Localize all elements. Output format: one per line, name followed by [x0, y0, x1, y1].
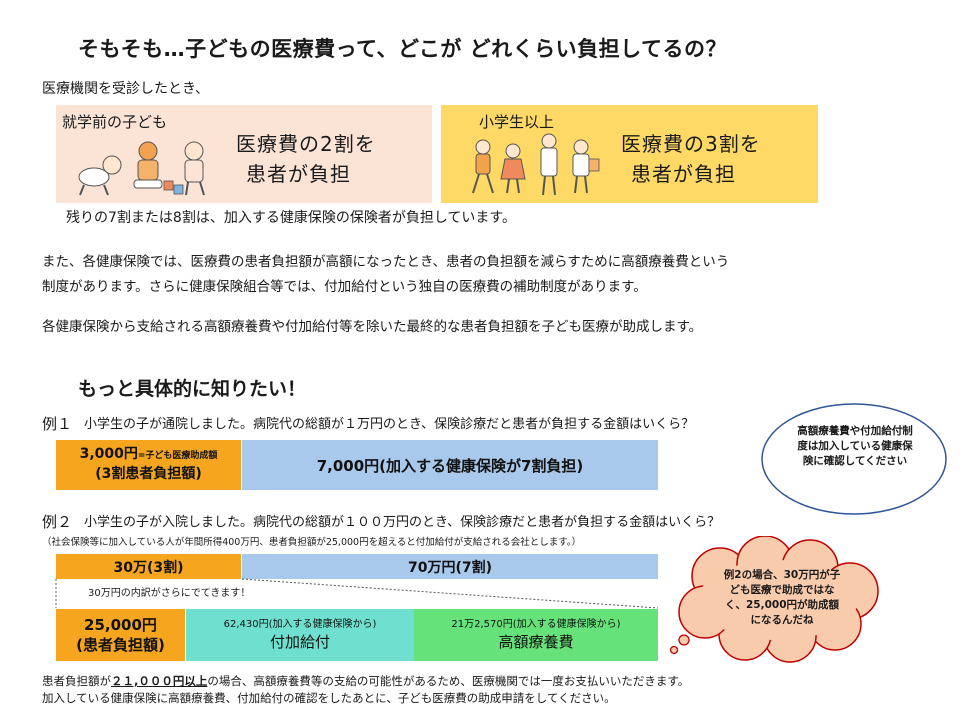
breakdown-segment-additional: 62,430円(加入する健康保険から) 付加給付: [186, 609, 414, 661]
panel-preschool-line1: 医療費の2割を: [236, 132, 376, 156]
footer-line2: 加入している健康保険に高額療養費、付加給付の確認をしたあとに、子ども医療費の助成…: [42, 691, 616, 705]
paragraph1-line2: 制度があります。さらに健康保険組合等では、付加給付という独自の医療費の補助制度が…: [42, 279, 647, 295]
panel-elementary-line1: 医療費の3割を: [621, 132, 761, 156]
breakdown-patient-line2: (患者負担額): [76, 636, 165, 654]
ex2-segment-3wari: 30万(3割): [56, 554, 242, 579]
students-illustration: [472, 133, 600, 196]
panel-elementary-line2: 患者が負担: [631, 162, 736, 186]
breakdown-patient-amount: 25,000円: [84, 616, 157, 634]
footer-line1-emphasis: ２１,０００円以上: [111, 674, 208, 688]
children-illustration: [78, 141, 205, 196]
footer-line1: 患者負担額が２１,０００円以上の場合、高額療養費等の支給の可能性があるため、医療…: [42, 673, 689, 689]
example2-note: （社会保険等に加入している人が年間所得400万円、患者負担額が25,000円を超…: [42, 537, 582, 548]
panel-preschool: 就学前の子ども 医療費の2割を 患者が負担: [56, 105, 432, 203]
panel-preschool-label: 就学前の子ども: [62, 113, 168, 131]
ex2-3wari-label: 30万(3割): [113, 559, 184, 576]
breakdown-segment-highcost: 21万2,570円(加入する健康保険から) 高額療養費: [414, 609, 658, 661]
breakdown-connector: [55, 578, 659, 609]
bubble1-text: 高額療養費や付加給付制度は加入している健康保険に確認してください: [797, 425, 913, 467]
ex2-segment-7wari: 70万円(7割): [242, 554, 658, 579]
ex1-segment-patient: 3,000円=子ども医療助成額 (3割患者負担額): [56, 440, 242, 490]
panel-preschool-line2: 患者が負担: [246, 162, 351, 186]
example1-label: 例１: [42, 415, 73, 433]
panel-elementary: 小学生以上 医療費の3割を 患者が負担: [441, 105, 818, 203]
breakdown-segment-patient: 25,000円 (患者負担額): [56, 609, 186, 661]
breakdown-note: 30万円の内訳がさらにでてきます！: [88, 588, 251, 599]
ex1-segment-insurance: 7,000円(加入する健康保険が7割負担): [242, 440, 658, 490]
breakdown-additional-sub: 62,430円(加入する健康保険から): [223, 619, 377, 630]
paragraph2: 各健康保険から支給される高額療養費や付加給付等を除いた最終的な患者負担額を子ども…: [42, 319, 703, 335]
intro-text: 医療機関を受診したとき、: [42, 81, 210, 97]
panel-elementary-label: 小学生以上: [479, 113, 555, 131]
footer-line1-pre: 患者負担額が: [42, 674, 111, 688]
example1-question: 小学生の子が通院しました。病院代の総額が１万円のとき、保険診療だと患者が負担する…: [84, 417, 695, 432]
ex1-patient-amount: 3,000円: [79, 446, 138, 462]
bubble2-text: 例2の場合、30万円が子ども医療で助成ではなく、25,000円が助成額になるんだ…: [723, 569, 841, 626]
page-title: そもそも…子どもの医療費って、どこが どれくらい負担してるの？: [78, 37, 728, 61]
remainder-note: 残りの7割または8割は、加入する健康保険の保険者が負担しています。: [66, 210, 516, 226]
speech-bubble-1: [761, 403, 947, 515]
ex1-insurance-label: 7,000円(加入する健康保険が7割負担): [316, 456, 584, 475]
example2-label: 例２: [42, 513, 73, 531]
thought-bubble-2: [669, 536, 879, 663]
ex1-patient-line2: (3割患者負担額): [95, 466, 202, 482]
breakdown-highcost-label: 高額療養費: [498, 633, 574, 651]
footer-line1-post: の場合、高額療養費等の支給の可能性があるため、医療機関では一度お支払いいただきま…: [207, 674, 690, 688]
breakdown-highcost-sub: 21万2,570円(加入する健康保険から): [451, 619, 621, 630]
breakdown-additional-label: 付加給付: [269, 633, 330, 651]
ex2-7wari-label: 70万円(7割): [407, 559, 493, 576]
ex1-patient-sub: =子ども医療助成額: [137, 451, 218, 461]
section2-title: もっと具体的に知りたい！: [78, 378, 307, 400]
example2-question: 小学生の子が入院しました。病院代の総額が１００万円のとき、保険診療だと患者が負担…: [84, 515, 721, 530]
paragraph1-line1: また、各健康保険では、医療費の患者負担額が高額になったとき、患者の負担額を減らす…: [42, 254, 730, 270]
